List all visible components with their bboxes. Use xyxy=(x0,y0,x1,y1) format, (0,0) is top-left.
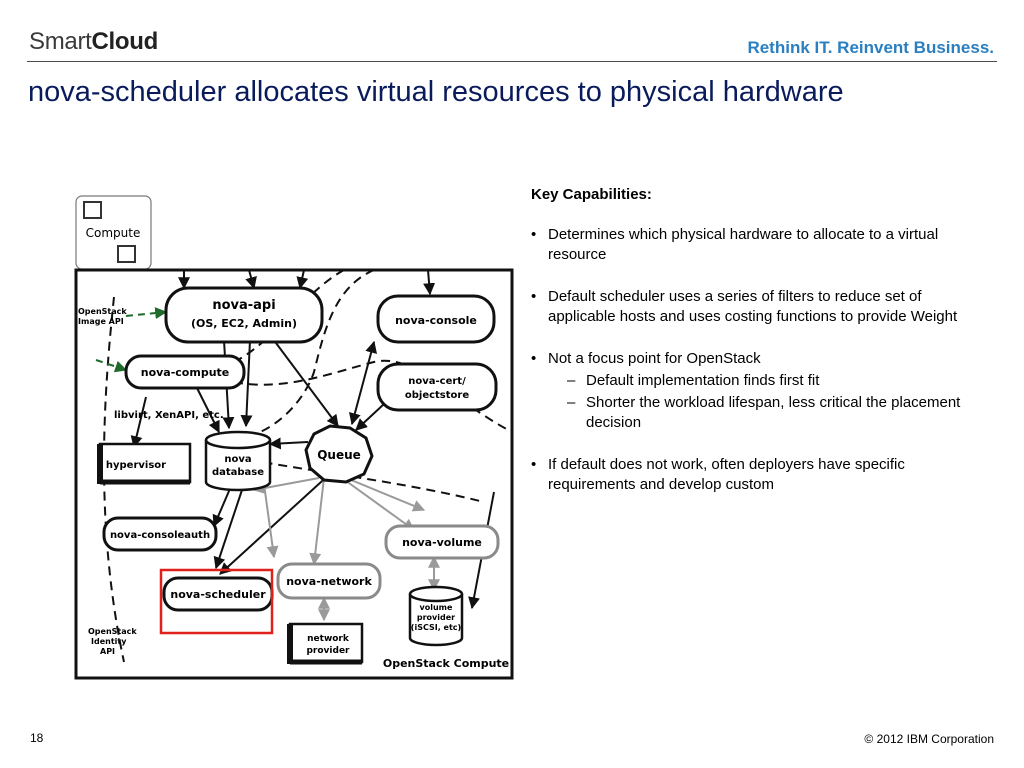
nova-api-node: nova-api (OS, EC2, Admin) xyxy=(164,286,324,344)
nova-compute-node: nova-compute xyxy=(124,354,246,390)
hypervisor-label: hypervisor xyxy=(106,460,166,471)
compute-icon: Compute xyxy=(75,195,152,270)
nova-console-label: nova-console xyxy=(395,314,477,327)
sub-bullet-text: Default implementation finds first fit xyxy=(586,372,820,389)
sub-bullet-dash: – xyxy=(567,394,576,411)
bullet-text: Not a focus point for OpenStack xyxy=(548,350,761,367)
bullet-dot: • xyxy=(531,350,537,367)
logo-bold-text: Cloud xyxy=(91,28,159,55)
volume-provider-node: volume provider (iSCSI, etc) xyxy=(408,585,464,647)
sub-bullet-text: Shorter the workload lifespan, less crit… xyxy=(586,394,961,431)
queue-label: Queue xyxy=(317,448,361,462)
nova-cert-sublabel: objectstore xyxy=(405,390,469,401)
bullet-item: • If default does not work, often deploy… xyxy=(531,455,991,495)
tagline: Rethink IT. Reinvent Business. xyxy=(747,38,994,57)
nova-database-node: nova database xyxy=(204,430,272,492)
bullet-item: • Not a focus point for OpenStack – Defa… xyxy=(531,349,991,433)
bullet-item: • Default scheduler uses a series of fil… xyxy=(531,287,991,327)
page-number: 18 xyxy=(30,731,44,745)
nova-network-node: nova-network xyxy=(276,562,382,600)
network-provider-label: network xyxy=(307,634,350,644)
bullet-text: Default scheduler uses a series of filte… xyxy=(548,288,958,325)
nova-volume-node: nova-volume xyxy=(384,524,500,560)
bullet-text: If default does not work, often deployer… xyxy=(548,456,905,493)
key-capabilities-panel: Key Capabilities: • Determines which phy… xyxy=(531,185,991,517)
nova-database-sublabel: database xyxy=(212,467,264,478)
diagram-frame xyxy=(74,268,514,680)
bullet-dot: • xyxy=(531,288,537,305)
nova-cert-label: nova-cert/ xyxy=(408,376,466,387)
nova-network-label: nova-network xyxy=(286,575,372,588)
nova-database-label: nova xyxy=(224,454,251,465)
volume-provider-detail: (iSCSI, etc) xyxy=(411,623,461,632)
nova-consoleauth-node: nova-consoleauth xyxy=(102,516,218,552)
sub-bullet-item: – Default implementation finds first fit xyxy=(531,371,991,391)
image-api-label-line2: Image API xyxy=(78,317,124,326)
nova-api-label: nova-api xyxy=(212,298,275,313)
volume-provider-sublabel: provider xyxy=(417,613,455,622)
nova-scheduler-label: nova-scheduler xyxy=(170,588,266,601)
grey-connector-arrows xyxy=(252,474,440,622)
scheduler-highlight-box xyxy=(159,568,274,635)
identity-api-label-line1: OpenStack xyxy=(88,627,137,636)
bullet-text: Determines which physical hardware to al… xyxy=(548,226,939,263)
nova-cert-node: nova-cert/ objectstore xyxy=(376,362,498,412)
nova-consoleauth-label: nova-consoleauth xyxy=(110,530,210,541)
bullet-dot: • xyxy=(531,456,537,473)
image-api-label-line1: OpenStack xyxy=(78,307,127,316)
header-rule xyxy=(27,61,997,62)
openstack-compute-diagram: Compute xyxy=(74,195,514,680)
bullet-dot: • xyxy=(531,226,537,243)
sub-bullet-dash: – xyxy=(567,372,576,389)
logo-light-text: Smart xyxy=(29,28,92,55)
nova-scheduler-node: nova-scheduler xyxy=(162,576,274,612)
nova-volume-label: nova-volume xyxy=(402,536,482,549)
bullet-item: • Determines which physical hardware to … xyxy=(531,225,991,265)
queue-node: Queue xyxy=(304,424,374,484)
capabilities-heading: Key Capabilities: xyxy=(531,186,652,203)
sub-bullet-item: – Shorter the workload lifespan, less cr… xyxy=(531,393,991,433)
identity-api-label-line3: API xyxy=(100,647,115,656)
nova-console-node: nova-console xyxy=(376,294,496,344)
copyright: © 2012 IBM Corporation xyxy=(864,732,994,746)
network-provider-sublabel: provider xyxy=(306,646,350,656)
hypervisor-node: hypervisor xyxy=(97,442,192,485)
image-api-arrows xyxy=(95,307,168,373)
compute-label: Compute xyxy=(86,226,141,240)
volume-provider-label: volume xyxy=(420,603,453,612)
nova-api-sublabel: (OS, EC2, Admin) xyxy=(191,317,297,330)
openstack-compute-caption: OpenStack Compute xyxy=(383,657,509,670)
libvirt-label: libvirt, XenAPI, etc. xyxy=(114,410,224,421)
nova-compute-label: nova-compute xyxy=(141,366,230,379)
identity-api-label-line2: Identity xyxy=(91,637,127,646)
smartcloud-logo: SmartCloud xyxy=(29,28,158,56)
network-provider-node: network provider xyxy=(287,622,364,665)
slide-title: nova-scheduler allocates virtual resourc… xyxy=(28,76,844,108)
